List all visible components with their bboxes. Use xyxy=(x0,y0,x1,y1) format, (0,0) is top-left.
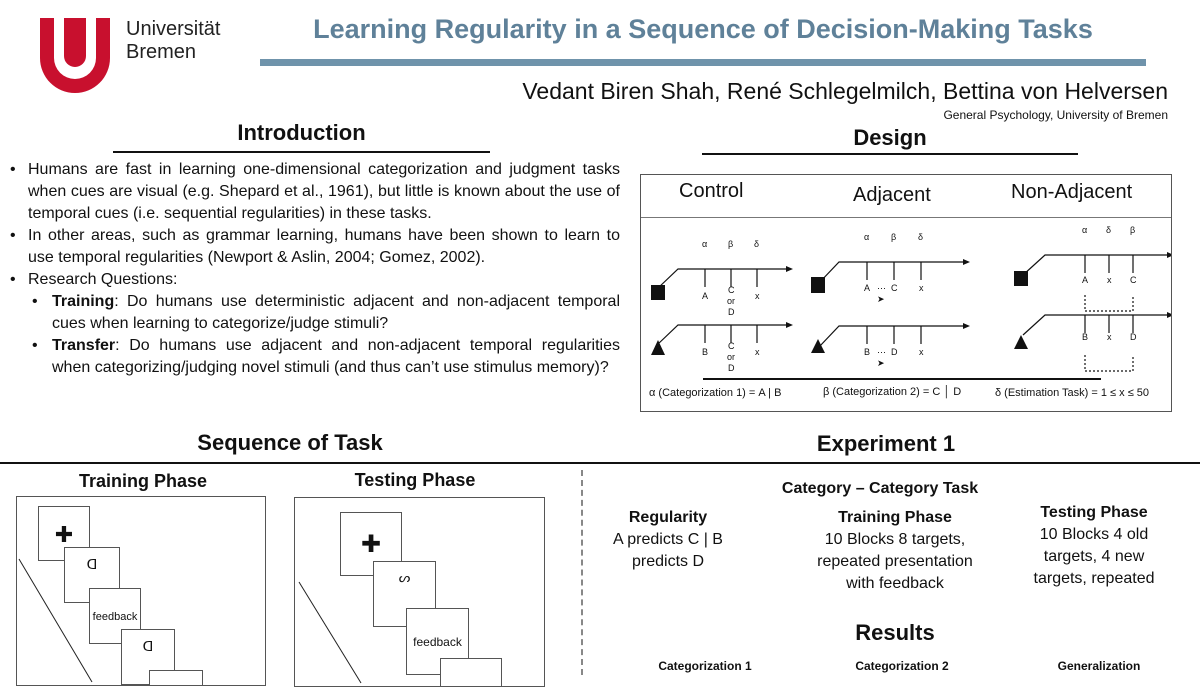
label-x: x xyxy=(919,283,924,293)
bullet-text: Research Questions: xyxy=(28,271,178,288)
plot-title: Generalization xyxy=(1057,659,1141,673)
logo-text-2: Bremen xyxy=(126,41,197,63)
testing-text: 10 Blocks 4 old targets, 4 new targets, … xyxy=(1033,526,1155,587)
label-b: B xyxy=(702,347,709,357)
regularity-title: Regularity xyxy=(628,509,708,526)
sequence-diagram xyxy=(651,252,1171,372)
label-x: x xyxy=(1107,275,1112,285)
question-term: Transfer xyxy=(52,337,116,354)
label-d: D xyxy=(728,307,735,317)
results-heading: Results xyxy=(855,620,935,645)
label-b: B xyxy=(1082,332,1089,342)
condition-adjacent: Adjacent xyxy=(853,184,931,206)
label-x: x xyxy=(755,291,760,301)
logo-text-1: Universität xyxy=(126,18,221,40)
question-text: : Do humans use adjacent and non-adjacen… xyxy=(52,337,620,376)
divider xyxy=(113,151,490,153)
delta-label: δ xyxy=(1106,225,1112,235)
training-column: Training Phase 10 Blocks 8 targets, repea… xyxy=(810,507,980,595)
diagonal-line xyxy=(298,581,362,684)
label-d: D xyxy=(728,363,735,373)
label-x: x xyxy=(919,347,924,357)
plot-title: Categorization 2 xyxy=(855,659,949,673)
legend-delta: δ (Estimation Task) = 1 ≤ x ≤ 50 xyxy=(995,387,1150,399)
label-d: D xyxy=(1130,332,1137,342)
testing-title: Testing Phase xyxy=(1040,504,1148,521)
training-text: 10 Blocks 8 targets, repeated presentati… xyxy=(817,531,973,592)
screen xyxy=(149,670,203,685)
experiment-heading: Experiment 1 xyxy=(816,431,956,456)
screen xyxy=(440,658,502,686)
training-phase-heading: Training Phase xyxy=(78,471,208,491)
alpha-label: α xyxy=(702,239,708,249)
label-or: or xyxy=(727,352,736,362)
label-a: A xyxy=(702,291,709,301)
question-term: Training xyxy=(52,293,115,310)
sequence-heading: Sequence of Task xyxy=(197,430,383,455)
regularity-text: A predicts C | B predicts D xyxy=(613,531,723,570)
label-or: or xyxy=(727,296,736,306)
condition-non-adjacent: Non-Adjacent xyxy=(1011,181,1133,203)
divider xyxy=(641,217,1171,218)
label-c: C xyxy=(891,283,898,293)
bullet: Research Questions: Training: Do humans … xyxy=(8,269,620,379)
poster-title: Learning Regularity in a Sequence of Dec… xyxy=(313,14,1093,44)
label-d: D xyxy=(891,347,898,357)
task-title: Category – Category Task xyxy=(781,480,979,497)
design-figure: Control Adjacent Non-Adjacent α β δ A C … xyxy=(640,174,1172,412)
divider xyxy=(702,153,1078,155)
design-heading: Design xyxy=(853,125,927,150)
authors: Vedant Biren Shah, René Schlegelmilch, B… xyxy=(522,78,1168,104)
training-title: Training Phase xyxy=(838,509,952,526)
label-c: C xyxy=(1130,275,1137,285)
label-c: C xyxy=(728,285,735,295)
legend-beta: β (Categorization 2) = C │ D xyxy=(823,386,962,398)
regularity-column: Regularity A predicts C | B predicts D xyxy=(603,507,733,573)
testing-column: Testing Phase 10 Blocks 4 old targets, 4 … xyxy=(1024,502,1164,590)
university-logo xyxy=(40,18,110,93)
plot-title: Categorization 1 xyxy=(658,659,752,673)
diagonal-line xyxy=(18,558,93,683)
alpha-label: α xyxy=(1082,225,1088,235)
question: Transfer: Do humans use adjacent and non… xyxy=(28,335,620,379)
introduction-list: Humans are fast in learning one-dimensio… xyxy=(8,159,620,379)
dashed-divider xyxy=(581,470,583,675)
delta-label: δ xyxy=(918,232,924,242)
question-text: : Do humans use deterministic adjacent a… xyxy=(52,293,620,332)
label-c: C xyxy=(728,341,735,351)
label-b: B xyxy=(864,347,871,357)
delta-label: δ xyxy=(754,239,760,249)
affiliation: General Psychology, University of Bremen xyxy=(943,108,1168,122)
beta-label: β xyxy=(728,239,734,249)
label-a: A xyxy=(1082,275,1089,285)
section-divider xyxy=(0,462,1200,464)
alpha-label: α xyxy=(864,232,870,242)
testing-phase-figure: ✚ ᔕ feedback xyxy=(294,497,545,687)
bullet: In other areas, such as grammar learning… xyxy=(8,225,620,269)
training-phase-figure: ✚ ᗡ feedback ᗡ xyxy=(16,496,266,686)
beta-label: β xyxy=(891,232,897,242)
divider xyxy=(703,378,1101,380)
label-a: A xyxy=(864,283,871,293)
label-x: x xyxy=(1107,332,1112,342)
beta-label: β xyxy=(1130,225,1136,235)
title-bar xyxy=(260,59,1146,66)
label-x: x xyxy=(755,347,760,357)
condition-control: Control xyxy=(679,180,744,202)
legend-alpha: α (Categorization 1) = A | B xyxy=(649,387,782,399)
introduction-heading: Introduction xyxy=(237,120,366,145)
bullet: Humans are fast in learning one-dimensio… xyxy=(8,159,620,225)
testing-phase-heading: Testing Phase xyxy=(354,470,476,490)
question: Training: Do humans use deterministic ad… xyxy=(28,291,620,335)
